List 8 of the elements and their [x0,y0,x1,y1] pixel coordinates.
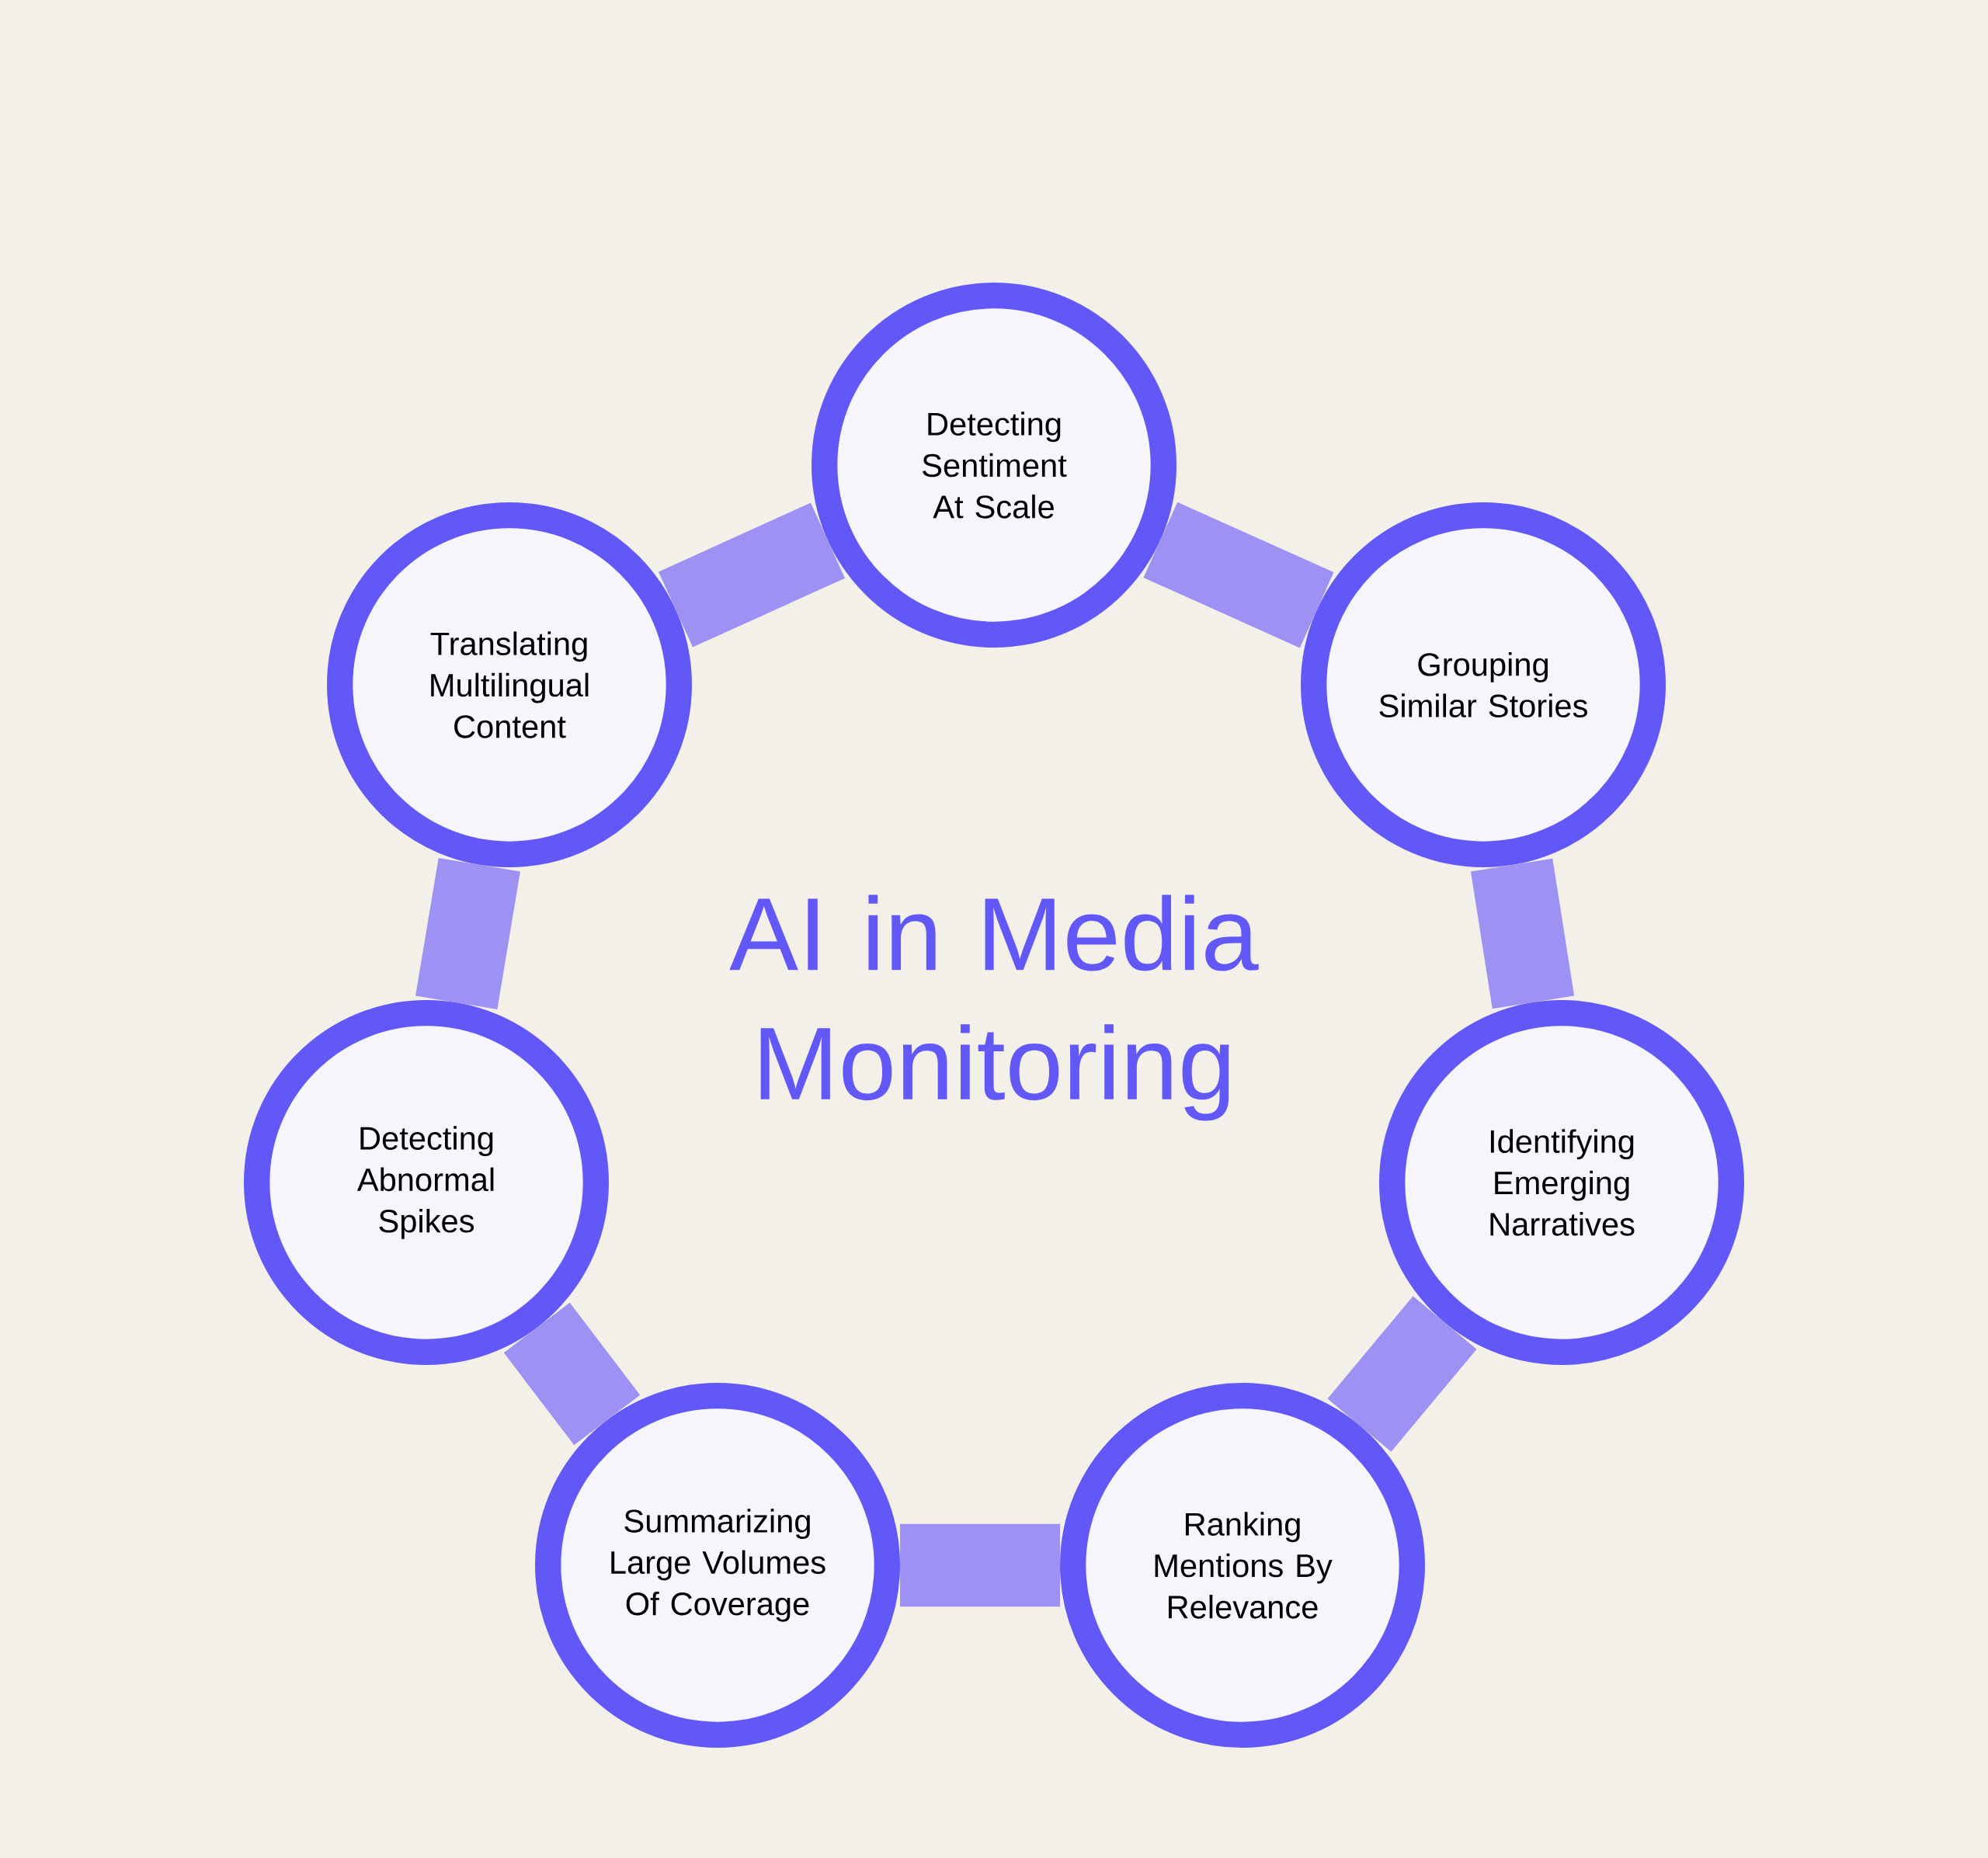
connector-band [659,502,845,648]
connector-band [503,1302,641,1446]
title: AI in Media Monitoring [729,894,1259,1121]
connector-band [1470,858,1575,1009]
connector-band [1143,502,1334,648]
connector-band [415,857,520,1009]
connector-band [900,1523,1060,1607]
connector-band [1327,1296,1477,1452]
